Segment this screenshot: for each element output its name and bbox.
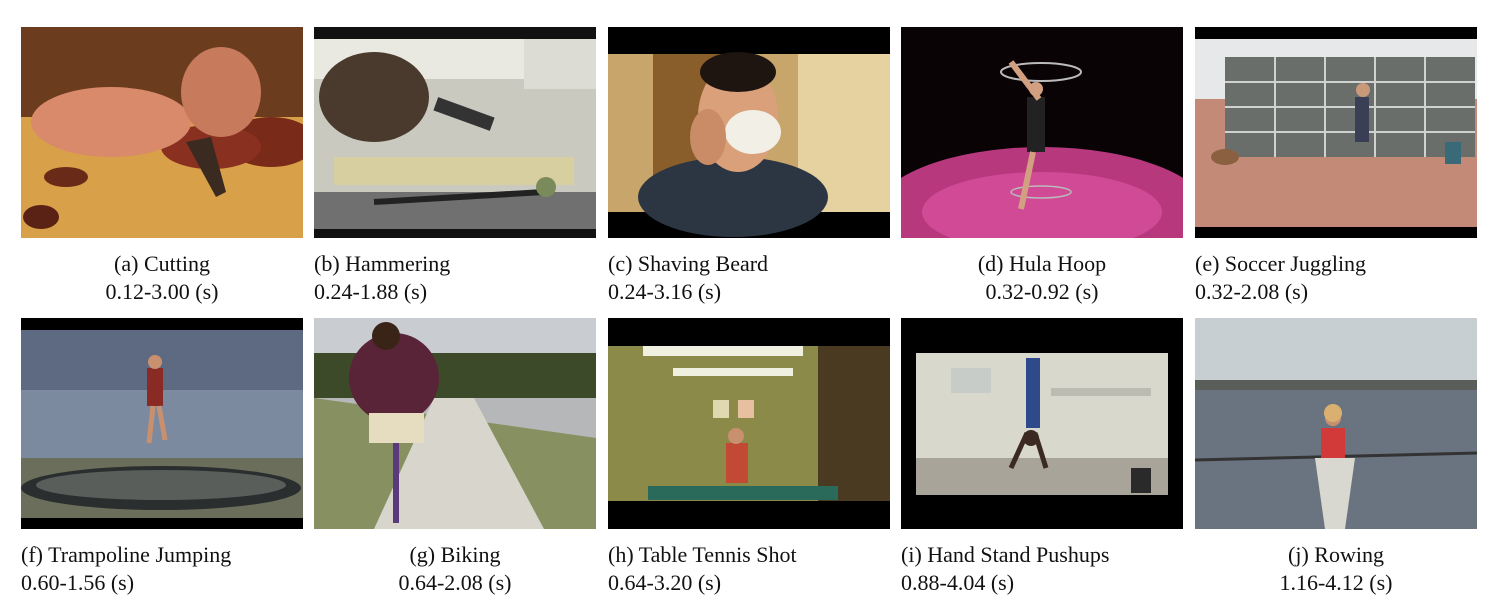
caption-label: (e) Soccer Juggling [1195,251,1367,276]
caption-range: 0.60-1.56 (s) [21,570,135,595]
caption: (h) Table Tennis Shot 0.64-3.20 (s) [608,541,890,597]
cutting-image [21,27,303,238]
caption-range: 0.64-2.08 (s) [398,570,512,595]
caption: (i) Hand Stand Pushups 0.88-4.04 (s) [901,541,1183,597]
panel-table-tennis-shot: (h) Table Tennis Shot 0.64-3.20 (s) [608,318,890,597]
handstand-image [901,318,1183,529]
caption: (c) Shaving Beard 0.24-3.16 (s) [608,250,890,306]
caption: (j) Rowing 1.16-4.12 (s) [1195,541,1477,597]
caption: (f) Trampoline Jumping 0.60-1.56 (s) [21,541,303,597]
panel-trampoline-jumping: (f) Trampoline Jumping 0.60-1.56 (s) [21,318,303,597]
caption-label: (c) Shaving Beard [608,251,769,276]
panel-biking: (g) Biking 0.64-2.08 (s) [314,318,596,597]
caption-label: (b) Hammering [314,251,451,276]
caption-range: 0.12-3.00 (s) [105,279,219,304]
caption-label: (g) Biking [409,542,501,567]
panel-rowing: (j) Rowing 1.16-4.12 (s) [1195,318,1477,597]
shaving-image [608,27,890,238]
panel-hula-hoop: (d) Hula Hoop 0.32-0.92 (s) [901,27,1183,306]
caption: (g) Biking 0.64-2.08 (s) [314,541,596,597]
caption-range: 0.88-4.04 (s) [901,570,1015,595]
hula-hoop-image [901,27,1183,238]
caption: (b) Hammering 0.24-1.88 (s) [314,250,596,306]
caption-label: (f) Trampoline Jumping [21,542,232,567]
caption: (e) Soccer Juggling 0.32-2.08 (s) [1195,250,1477,306]
caption-range: 0.64-3.20 (s) [608,570,722,595]
panel-soccer-juggling: (e) Soccer Juggling 0.32-2.08 (s) [1195,27,1477,306]
table-tennis-image [608,318,890,529]
caption-range: 0.32-0.92 (s) [985,279,1099,304]
caption-label: (a) Cutting [114,251,210,276]
caption-range: 0.24-3.16 (s) [608,279,722,304]
biking-image [314,318,596,529]
hammering-image [314,27,596,238]
caption-label: (i) Hand Stand Pushups [901,542,1110,567]
soccer-image [1195,27,1477,238]
caption-range: 0.24-1.88 (s) [314,279,428,304]
caption: (a) Cutting 0.12-3.00 (s) [21,250,303,306]
trampoline-image [21,318,303,529]
panel-shaving-beard: (c) Shaving Beard 0.24-3.16 (s) [608,27,890,306]
panel-hammering: (b) Hammering 0.24-1.88 (s) [314,27,596,306]
caption: (d) Hula Hoop 0.32-0.92 (s) [901,250,1183,306]
caption-label: (d) Hula Hoop [977,251,1107,276]
caption-range: 1.16-4.12 (s) [1279,570,1393,595]
panel-hand-stand-pushups: (i) Hand Stand Pushups 0.88-4.04 (s) [901,318,1183,597]
caption-range: 0.32-2.08 (s) [1195,279,1309,304]
caption-label: (j) Rowing [1288,542,1384,567]
caption-label: (h) Table Tennis Shot [608,542,797,567]
panel-cutting: (a) Cutting 0.12-3.00 (s) [21,27,303,306]
rowing-image [1195,318,1477,529]
